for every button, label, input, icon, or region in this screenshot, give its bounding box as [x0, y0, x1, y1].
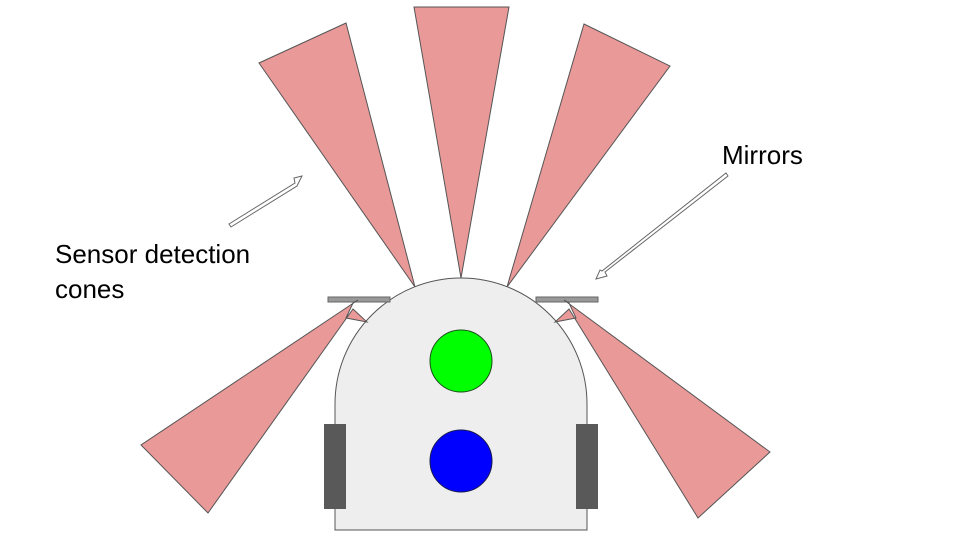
- mirrors-label: Mirrors: [722, 140, 803, 170]
- sensor-cone-lower-right: [553, 299, 771, 519]
- sensor-cone-upper-right: [506, 23, 671, 288]
- mirror-left: [327, 296, 391, 303]
- sensor-cones-label: Sensor detection cones: [55, 237, 250, 307]
- sensor-cones-label-line1: Sensor detection: [55, 239, 251, 269]
- sensor-cones-label-line2: cones: [55, 274, 125, 304]
- sensor-cone-upper-left: [258, 22, 416, 288]
- wheel-right: [576, 424, 598, 509]
- wheel-left: [324, 424, 346, 509]
- robot-body: [334, 277, 588, 531]
- sensor-cone-upper-center: [413, 6, 510, 279]
- sensor-bottom-blue: [429, 429, 493, 493]
- arrow-to-mirror: [595, 172, 729, 280]
- sensor-cone-lower-left: [140, 299, 369, 514]
- sensor-top-green: [429, 329, 493, 393]
- arrow-to-cones: [228, 175, 303, 228]
